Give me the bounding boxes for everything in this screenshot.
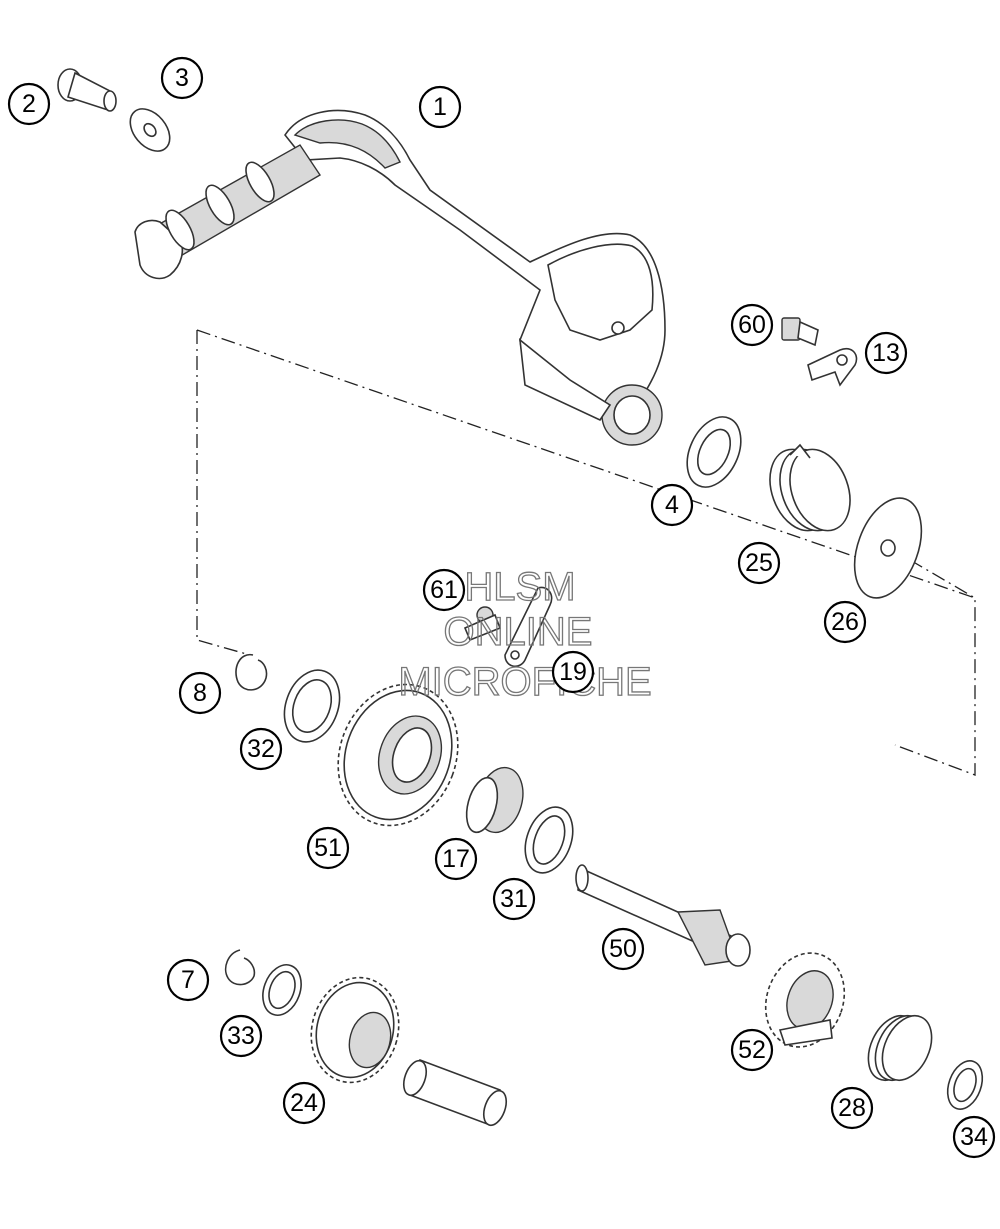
svg-text:13: 13 (872, 339, 900, 367)
callout-32: 32 (239, 727, 283, 771)
callout-3: 3 (160, 56, 204, 100)
svg-text:61: 61 (430, 576, 458, 604)
callout-4: 4 (650, 483, 694, 527)
part-spring-28[interactable] (859, 1008, 942, 1088)
callout-19: 19 (551, 650, 595, 694)
watermark-line-3: MICROFICHE (398, 660, 651, 704)
callout-1: 1 (418, 85, 462, 129)
part-disc[interactable] (842, 489, 934, 607)
svg-text:31: 31 (500, 885, 528, 913)
assembly-outline (196, 329, 976, 776)
part-gear-large[interactable] (319, 668, 477, 843)
callout-8: 8 (178, 671, 222, 715)
callout-51: 51 (306, 826, 350, 870)
part-shaft[interactable] (575, 864, 751, 967)
callout-33: 33 (219, 1014, 263, 1058)
callout-7: 7 (166, 958, 210, 1002)
callout-31: 31 (492, 877, 536, 921)
svg-text:19: 19 (559, 658, 587, 686)
part-washer-31[interactable] (517, 801, 582, 880)
part-ratchet-gear[interactable] (753, 942, 857, 1058)
svg-text:3: 3 (175, 64, 189, 92)
part-kickstarter-lever[interactable] (134, 109, 666, 446)
callout-2: 2 (7, 82, 51, 126)
part-washer-small[interactable] (122, 101, 177, 158)
part-washer-32[interactable] (275, 662, 349, 749)
svg-text:25: 25 (745, 549, 773, 577)
callout-24: 24 (282, 1081, 326, 1125)
watermark-line-2: ONLINE (444, 610, 593, 654)
svg-text:2: 2 (22, 90, 36, 118)
callout-60: 60 (730, 303, 774, 347)
part-lever-19[interactable] (504, 586, 553, 668)
svg-text:24: 24 (290, 1089, 318, 1117)
callout-13: 13 (864, 331, 908, 375)
part-needle-bearing[interactable] (461, 762, 530, 837)
watermark-line-1: HLSM (464, 565, 575, 609)
svg-text:51: 51 (314, 834, 342, 862)
svg-text:4: 4 (665, 491, 679, 519)
svg-text:1: 1 (433, 93, 447, 121)
part-screw-61[interactable] (463, 606, 502, 642)
watermark: HLSM ONLINE MICROFICHE (398, 564, 653, 704)
part-bracket[interactable] (807, 347, 858, 387)
part-spring[interactable] (759, 441, 860, 539)
svg-text:60: 60 (738, 311, 766, 339)
svg-text:8: 8 (193, 679, 207, 707)
callout-25: 25 (737, 541, 781, 585)
part-pin[interactable] (57, 68, 117, 112)
part-circlip-7[interactable] (224, 949, 256, 986)
svg-text:50: 50 (609, 935, 637, 963)
callout-26: 26 (823, 600, 867, 644)
svg-text:7: 7 (181, 966, 195, 994)
svg-text:28: 28 (838, 1094, 866, 1122)
svg-text:32: 32 (247, 735, 275, 763)
part-pin-cylinder[interactable] (399, 1058, 510, 1129)
part-washer-34[interactable] (941, 1056, 988, 1114)
callout-50: 50 (601, 927, 645, 971)
svg-text:26: 26 (831, 608, 859, 636)
svg-text:17: 17 (442, 845, 470, 873)
callout-17: 17 (434, 837, 478, 881)
callout-28: 28 (830, 1086, 874, 1130)
part-circlip-8[interactable] (235, 653, 268, 691)
callout-34: 34 (952, 1115, 996, 1159)
part-gear-small[interactable] (300, 968, 411, 1093)
svg-text:52: 52 (738, 1036, 766, 1064)
svg-text:33: 33 (227, 1022, 255, 1050)
callout-52: 52 (730, 1028, 774, 1072)
part-bolt[interactable] (781, 317, 819, 347)
svg-text:34: 34 (960, 1123, 988, 1151)
part-washer-33[interactable] (256, 959, 308, 1020)
part-washer-4[interactable] (677, 408, 752, 495)
callout-61: 61 (422, 568, 466, 612)
